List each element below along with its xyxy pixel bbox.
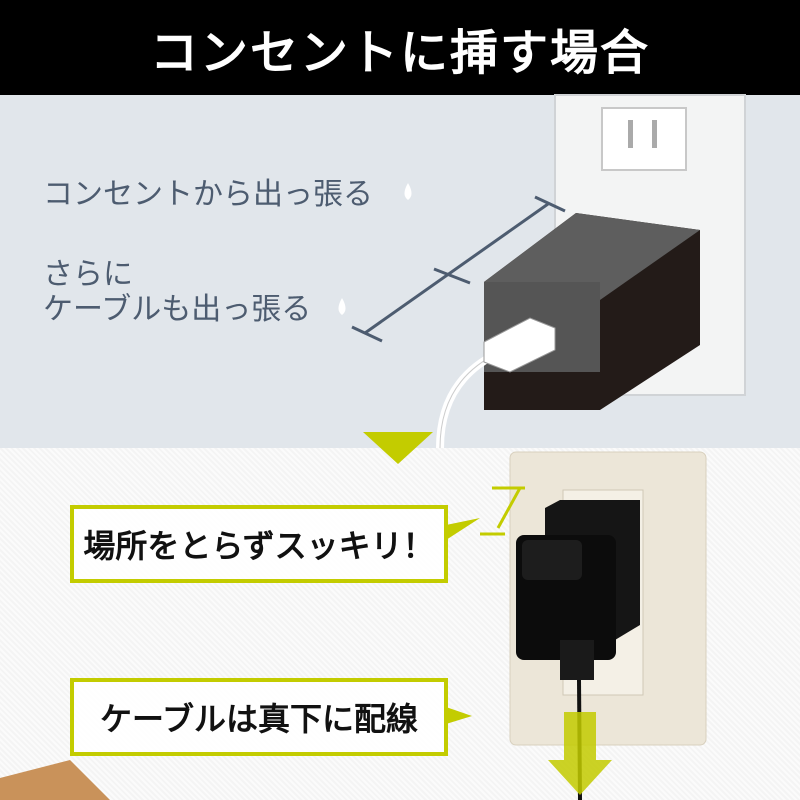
callout-cable-down: ケーブルは真下に配線 <box>70 678 448 756</box>
callout-space-saving: 場所をとらずスッキリ！ <box>70 505 448 583</box>
header-banner: コンセントに挿す場合 <box>0 0 800 95</box>
cable-down-arrow-icon <box>548 712 612 795</box>
dimension-line <box>351 195 566 343</box>
cable-protrudes-label: ケーブルも出っ張る <box>43 292 312 327</box>
compact-charger-photo <box>516 500 640 800</box>
down-arrow-icon <box>363 432 433 464</box>
callout-tail <box>446 707 472 724</box>
also-label: さらに <box>43 257 133 292</box>
page-title: コンセントに挿す場合 <box>149 24 650 81</box>
sweat-drop-icon <box>404 183 412 200</box>
shelf-edge <box>0 760 110 800</box>
callout-tail <box>446 518 480 540</box>
depth-indicator <box>480 486 525 536</box>
usb-cable-illustration <box>436 317 556 449</box>
protrudes-label: コンセントから出っ張る <box>43 177 373 212</box>
outlet-illustration <box>601 107 687 171</box>
sweat-drop-icon <box>338 298 346 315</box>
